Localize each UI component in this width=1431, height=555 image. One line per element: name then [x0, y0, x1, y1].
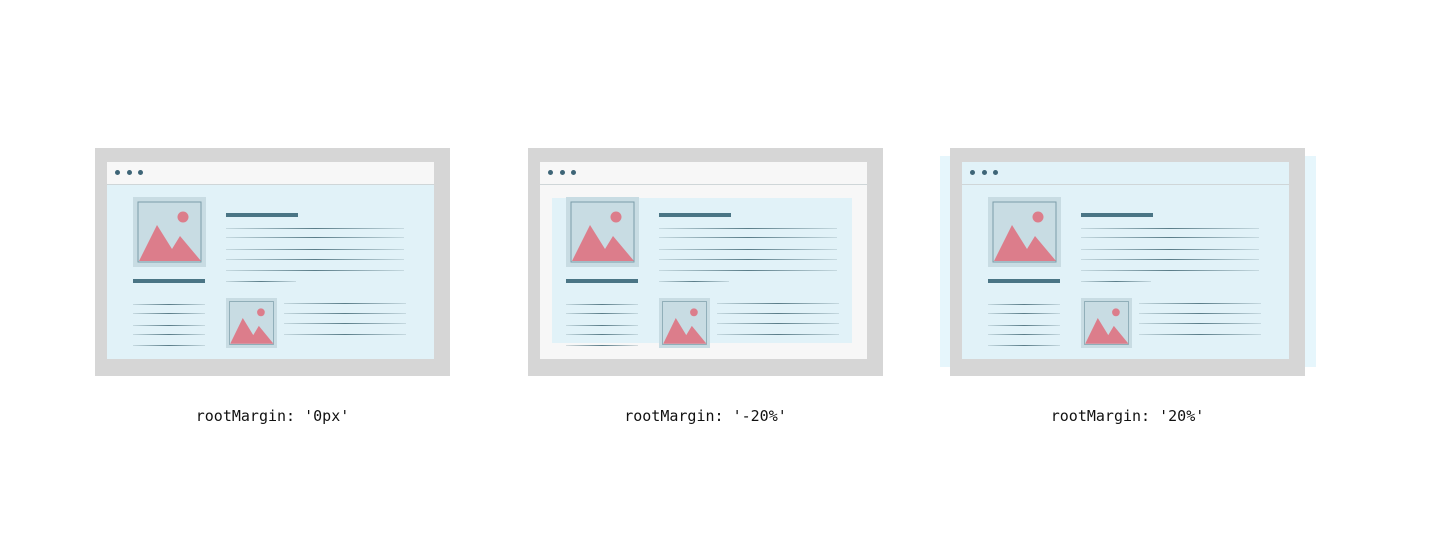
text-line	[717, 303, 839, 304]
caption-0px: rootMargin: '0px'	[195, 407, 350, 425]
text-line	[1139, 323, 1261, 324]
caption-20-percent: rootMargin: '20%'	[1050, 407, 1205, 425]
small-image-placeholder	[1081, 298, 1132, 348]
text-line	[133, 334, 205, 335]
text-line	[1139, 334, 1261, 335]
text-line	[659, 259, 837, 260]
image-placeholder-icon	[992, 201, 1057, 263]
page-content	[962, 162, 1289, 359]
window-dot-icon	[560, 170, 565, 175]
text-line	[988, 325, 1060, 326]
text-line	[1081, 259, 1259, 260]
text-line	[226, 228, 404, 229]
image-placeholder-icon	[662, 301, 707, 345]
text-line	[566, 345, 638, 346]
text-line	[988, 304, 1060, 305]
window-dot-icon	[571, 170, 576, 175]
heading-bar	[566, 279, 638, 283]
text-line	[284, 323, 406, 324]
text-line	[284, 303, 406, 304]
text-line	[659, 228, 837, 229]
text-line	[659, 249, 837, 250]
text-line	[133, 313, 205, 314]
text-line	[226, 237, 404, 238]
text-line	[1081, 270, 1259, 271]
diagram-panel-3	[940, 148, 1316, 376]
window-dot-icon	[548, 170, 553, 175]
window-dot-icon	[970, 170, 975, 175]
text-line	[133, 304, 205, 305]
diagram-panel-2	[528, 148, 883, 376]
small-image-placeholder	[659, 298, 710, 348]
text-line	[659, 237, 837, 238]
text-line	[1081, 228, 1259, 229]
window-dot-icon	[127, 170, 132, 175]
diagram-panel-1	[95, 148, 450, 376]
text-line	[1081, 281, 1151, 282]
page-content	[107, 162, 434, 359]
text-line	[284, 313, 406, 314]
heading-bar	[133, 279, 205, 283]
text-line	[988, 334, 1060, 335]
text-line	[717, 323, 839, 324]
text-line	[717, 313, 839, 314]
text-line	[717, 334, 839, 335]
text-line	[133, 325, 205, 326]
text-line	[1139, 303, 1261, 304]
text-line	[226, 249, 404, 250]
browser-title-bar	[962, 162, 1289, 185]
text-line	[226, 259, 404, 260]
large-image-placeholder	[566, 197, 639, 267]
text-line	[1139, 313, 1261, 314]
window-dot-icon	[982, 170, 987, 175]
text-line	[566, 325, 638, 326]
text-line	[988, 345, 1060, 346]
large-image-placeholder	[988, 197, 1061, 267]
window-dot-icon	[115, 170, 120, 175]
browser-title-bar	[540, 162, 867, 185]
text-line	[566, 304, 638, 305]
text-line	[988, 313, 1060, 314]
image-placeholder-icon	[229, 301, 274, 345]
text-line	[659, 281, 729, 282]
heading-bar	[226, 213, 298, 217]
image-placeholder-icon	[570, 201, 635, 263]
caption-negative-20-percent: rootMargin: '-20%'	[624, 407, 787, 425]
image-placeholder-icon	[137, 201, 202, 263]
text-line	[1081, 249, 1259, 250]
page-content	[540, 162, 867, 359]
browser-title-bar	[107, 162, 434, 185]
large-image-placeholder	[133, 197, 206, 267]
text-line	[659, 270, 837, 271]
window-dot-icon	[138, 170, 143, 175]
heading-bar	[659, 213, 731, 217]
text-line	[226, 270, 404, 271]
text-line	[566, 313, 638, 314]
heading-bar	[988, 279, 1060, 283]
text-line	[284, 334, 406, 335]
image-placeholder-icon	[1084, 301, 1129, 345]
text-line	[133, 345, 205, 346]
text-line	[1081, 237, 1259, 238]
text-line	[226, 281, 296, 282]
text-line	[566, 334, 638, 335]
window-dot-icon	[993, 170, 998, 175]
small-image-placeholder	[226, 298, 277, 348]
heading-bar	[1081, 213, 1153, 217]
